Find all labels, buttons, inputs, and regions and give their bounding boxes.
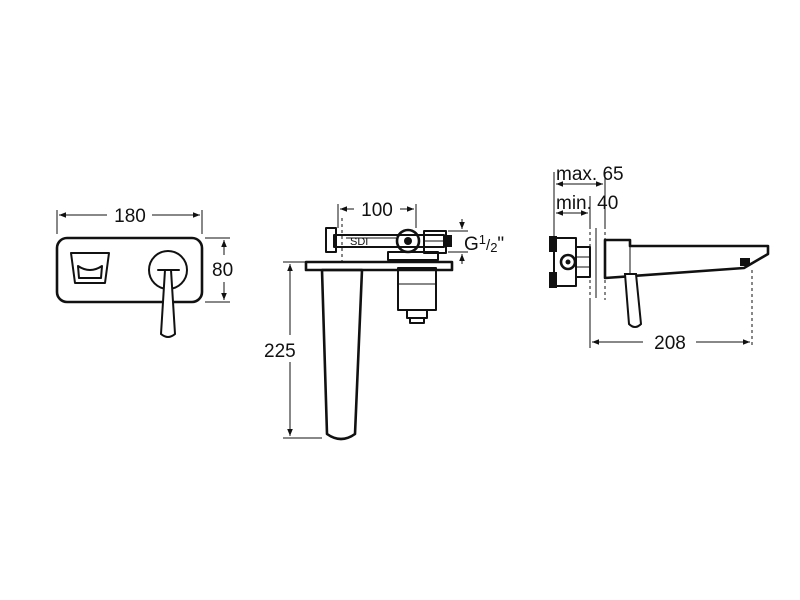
valve-port-core: [565, 259, 571, 265]
valve-box: [397, 267, 437, 311]
valve-cap: [409, 317, 425, 324]
thread-size-label: G1/2": [464, 232, 504, 255]
valve-lower: [406, 309, 428, 319]
connector-core: [404, 237, 412, 245]
spout-tip: [740, 258, 750, 266]
mounting-bar-end: [325, 227, 337, 253]
valve-block: [575, 246, 591, 278]
valve-body-bottom: [549, 272, 557, 288]
min-depth-dimension: min. 40: [556, 193, 618, 214]
mark-text: SDI: [350, 236, 368, 248]
max-depth-dimension: max. 65: [556, 164, 624, 185]
spout-body: [320, 268, 364, 441]
lever: [623, 273, 643, 328]
rear-length-dimension: 208: [654, 333, 686, 354]
cover-plate: [55, 236, 204, 304]
body-plate: [304, 260, 454, 272]
base-bracket: [387, 251, 439, 261]
side-view: SDI 100 225 G1/2": [264, 200, 504, 441]
front-view: 180 80: [55, 206, 233, 338]
front-height-dimension: 80: [212, 260, 233, 281]
side-height-dimension: 225: [264, 341, 296, 362]
spout-outlet-inner: [77, 265, 103, 279]
rear-view: max. 65 min. 40 208: [549, 164, 770, 354]
spout-outlet: [70, 252, 110, 284]
valve-body-top: [549, 236, 557, 252]
valve-body: [553, 237, 577, 287]
handle-lever: [159, 269, 177, 338]
side-depth-dimension: 100: [361, 200, 393, 221]
front-width-dimension: 180: [114, 206, 146, 227]
inlet-stub: [446, 235, 452, 247]
